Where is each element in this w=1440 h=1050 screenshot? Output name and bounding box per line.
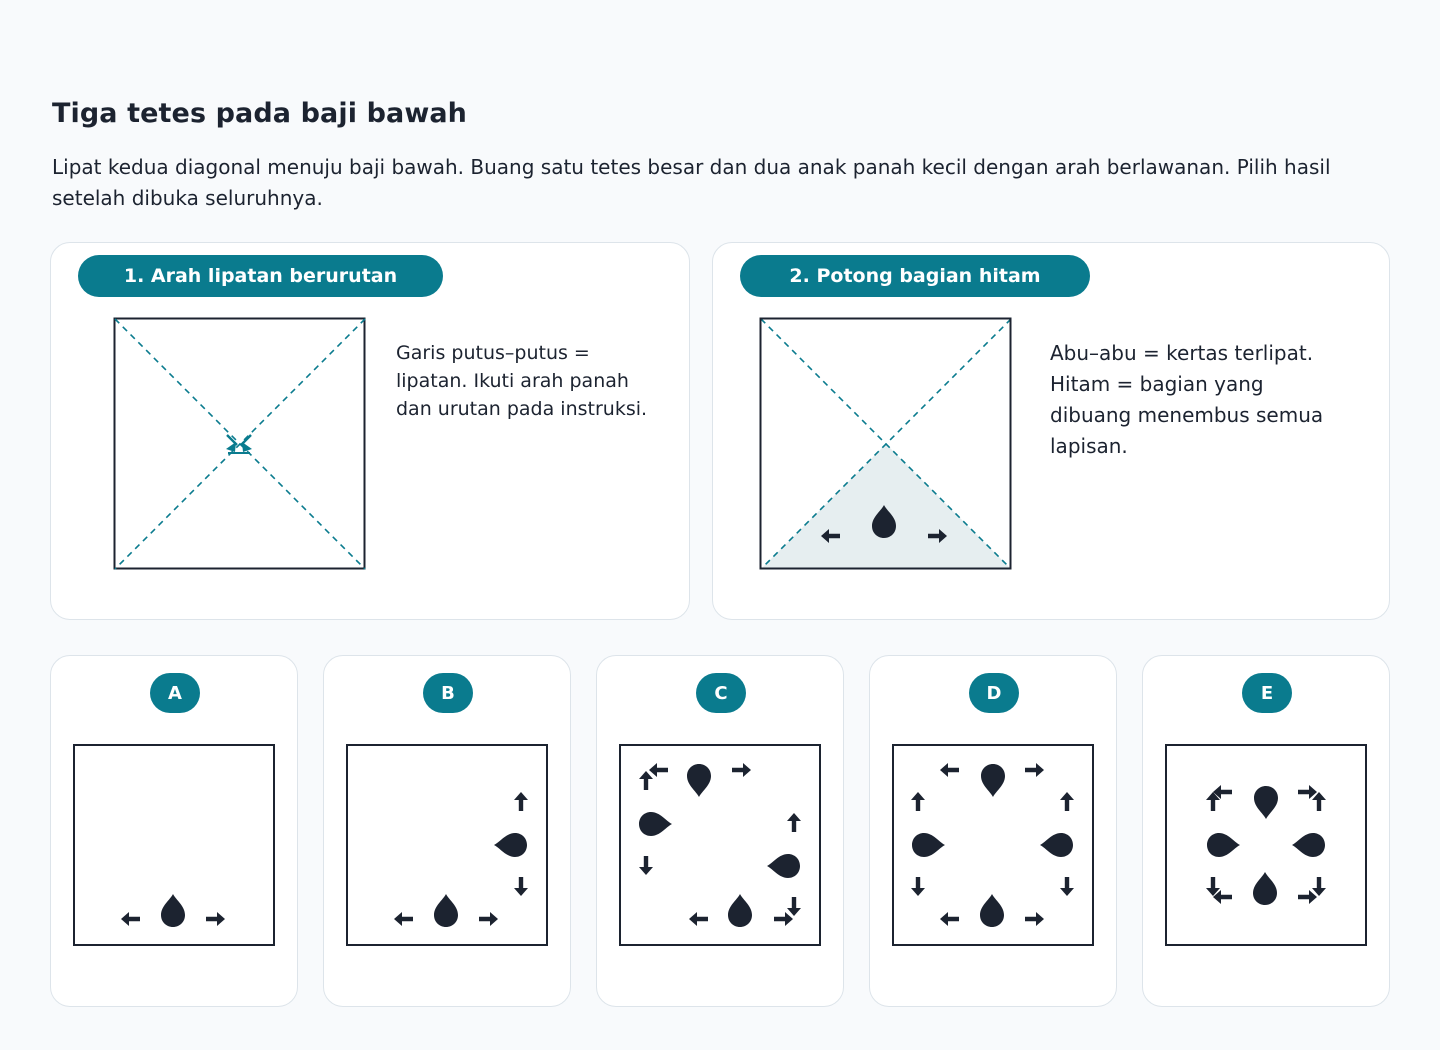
instruction-text: Lipat kedua diagonal menuju baji bawah. … [52, 155, 1331, 210]
option-card-d[interactable]: D [869, 655, 1117, 1007]
fold-line-diagonal-2 [114, 318, 366, 570]
page-title: Tiga tetes pada baji bawah [52, 98, 468, 129]
cutout-pattern-e-icon [1165, 744, 1367, 946]
step-panel-cut: 2. Potong bagian hitam Abu–abu = kertas … [712, 242, 1390, 620]
option-letter: C [696, 673, 746, 713]
option-letter: B [423, 673, 473, 713]
fold-arrow-icon [226, 434, 252, 454]
step-panel-fold: 1. Arah lipatan berurutan Garis putus–pu… [50, 242, 690, 620]
step-note: Abu–abu = kertas terlipat. Hitam = bagia… [1050, 341, 1324, 458]
cut-diagram [759, 317, 1012, 570]
cutout-pattern-a-icon [73, 744, 275, 946]
option-card-e[interactable]: E [1142, 655, 1390, 1007]
option-card-b[interactable]: B [323, 655, 571, 1007]
cutout-pattern-d-icon [892, 744, 1094, 946]
option-card-c[interactable]: C [596, 655, 844, 1007]
option-letter: A [150, 673, 200, 713]
option-card-a[interactable]: A [50, 655, 298, 1007]
step-label: 1. Arah lipatan berurutan [78, 255, 443, 297]
option-letter: E [1242, 673, 1292, 713]
fold-line-diagonal-2 [760, 318, 1012, 570]
cutout-pattern-b-icon [346, 744, 548, 946]
step-note: Garis putus–putus = lipatan. Ikuti arah … [396, 342, 648, 420]
cutout-pattern-c-icon [619, 744, 821, 946]
option-letter: D [969, 673, 1019, 713]
step-label: 2. Potong bagian hitam [740, 255, 1090, 297]
fold-diagram [113, 317, 366, 570]
